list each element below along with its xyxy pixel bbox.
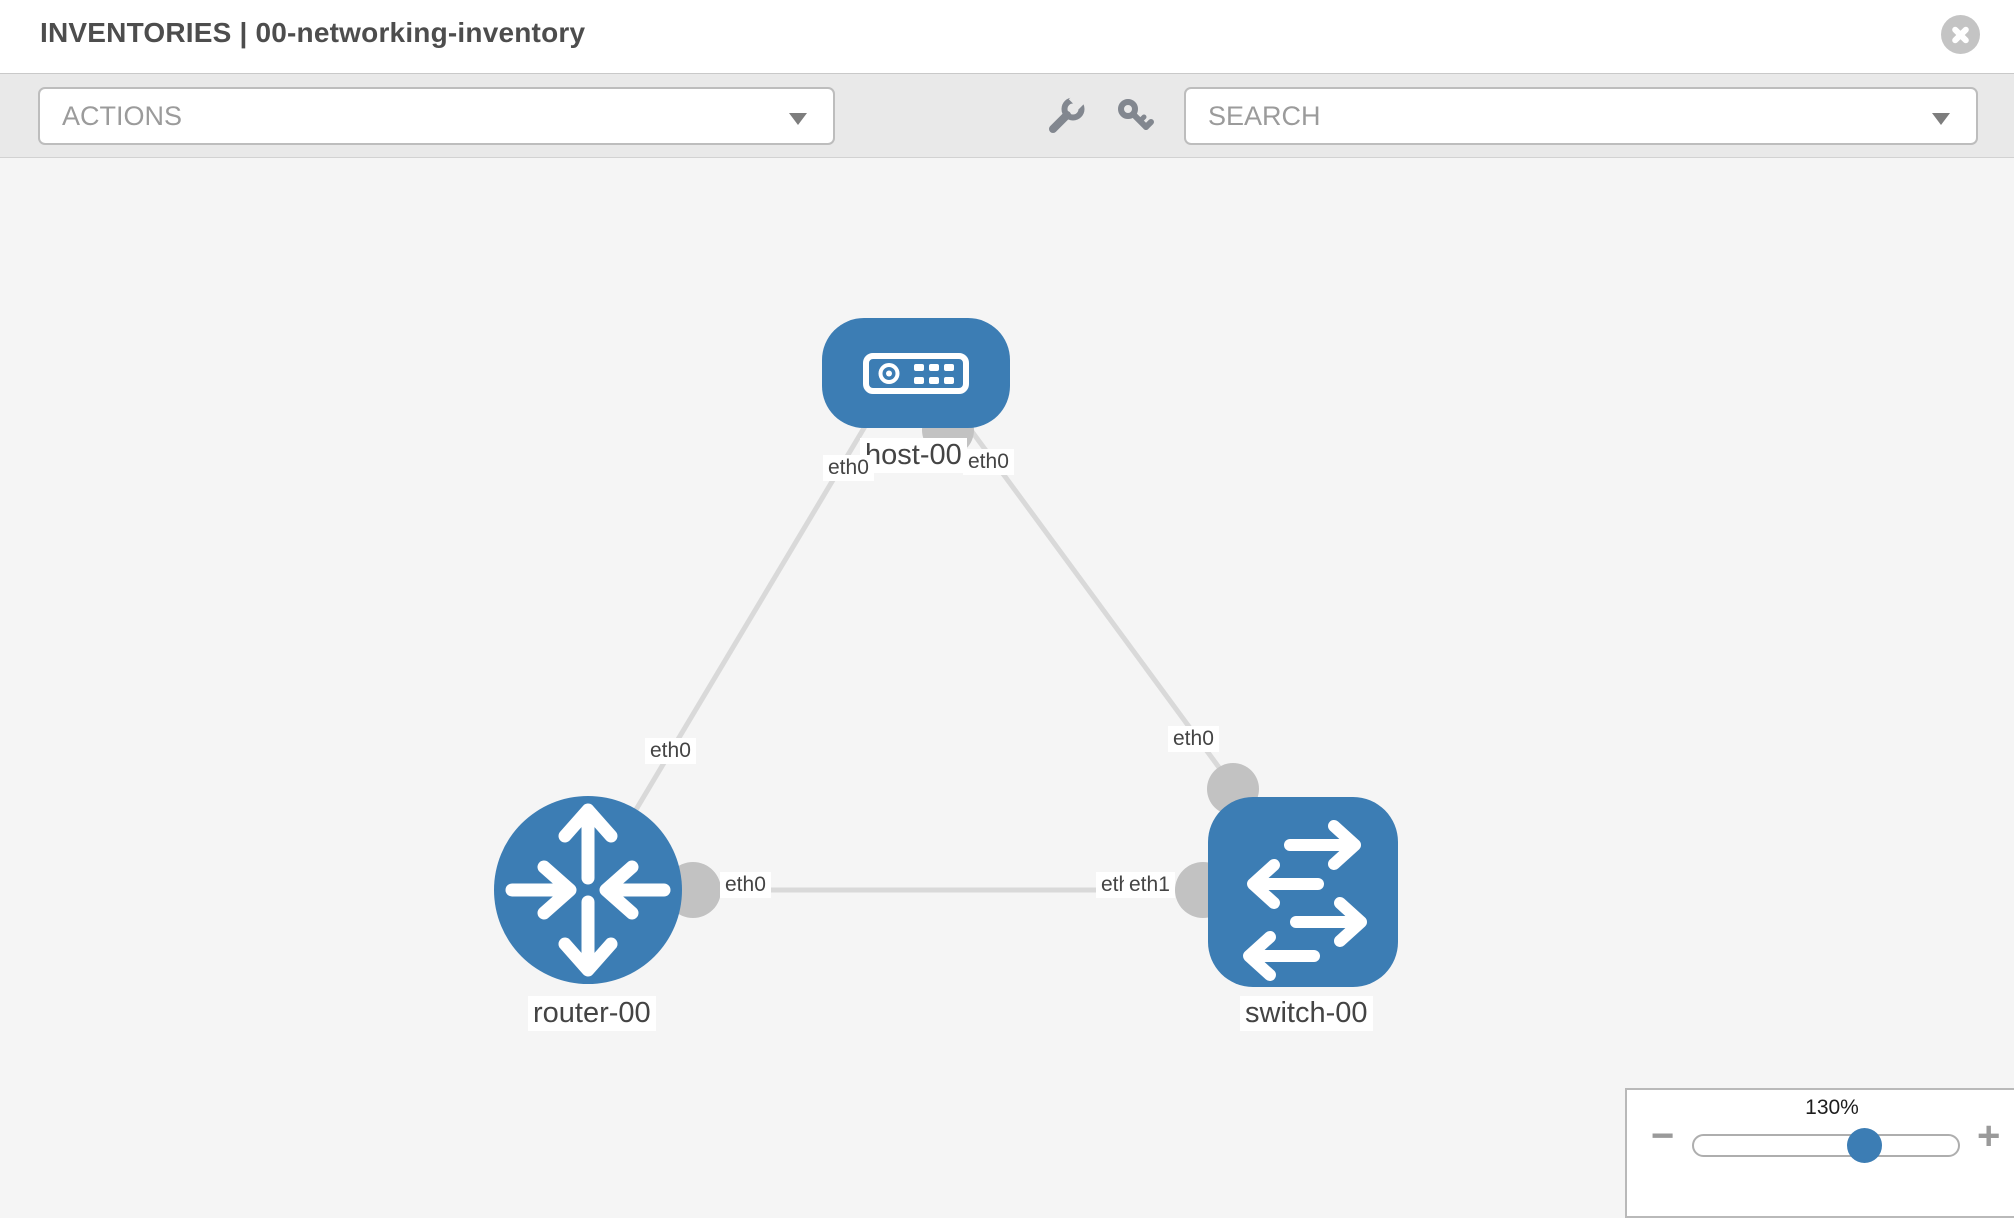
node-label-router: router-00 [528, 996, 656, 1031]
iface-label-host-eth0-right: eth0 [963, 449, 1014, 475]
key-icon[interactable] [1115, 96, 1155, 136]
wrench-icon[interactable] [1046, 96, 1086, 136]
iface-label-router-eth0-link: eth0 [645, 738, 696, 764]
topology-canvas[interactable] [0, 159, 2014, 1200]
toolbar: ACTIONS SEARCH [0, 73, 2014, 158]
search-dropdown-label: SEARCH [1208, 101, 1321, 131]
actions-dropdown-label: ACTIONS [62, 101, 183, 131]
close-button[interactable] [1941, 15, 1980, 54]
iface-label-switch-eth1: eth1 [1124, 872, 1175, 898]
zoom-control-panel: 130% − + [1625, 1088, 2014, 1218]
caret-down-icon [789, 113, 807, 125]
zoom-in-button[interactable]: + [1977, 1114, 2001, 1158]
node-label-switch: switch-00 [1240, 996, 1373, 1031]
zoom-level-readout: 130% [1805, 1096, 1859, 1119]
iface-label-switch-eth0-link: eth0 [1168, 726, 1219, 752]
caret-down-icon [1932, 113, 1950, 125]
node-switch-00[interactable] [1208, 797, 1398, 987]
switch-icon [1243, 820, 1367, 981]
actions-dropdown[interactable]: ACTIONS [38, 87, 835, 145]
node-label-host: host-00 [860, 438, 967, 473]
iface-label-host-eth0-left: eth0 [823, 455, 874, 481]
node-router-00[interactable] [494, 796, 682, 984]
zoom-out-button[interactable]: − [1651, 1114, 1675, 1158]
iface-label-router-eth0: eth0 [720, 872, 771, 898]
node-host-00[interactable] [822, 318, 1010, 428]
header-bar: INVENTORIES | 00-networking-inventory [0, 0, 2014, 73]
zoom-slider-track[interactable] [1692, 1134, 1960, 1157]
zoom-slider-thumb[interactable] [1847, 1128, 1882, 1163]
search-dropdown[interactable]: SEARCH [1184, 87, 1978, 145]
router-icon [505, 803, 671, 977]
page-title: INVENTORIES | 00-networking-inventory [40, 17, 586, 48]
host-icon [863, 353, 969, 394]
